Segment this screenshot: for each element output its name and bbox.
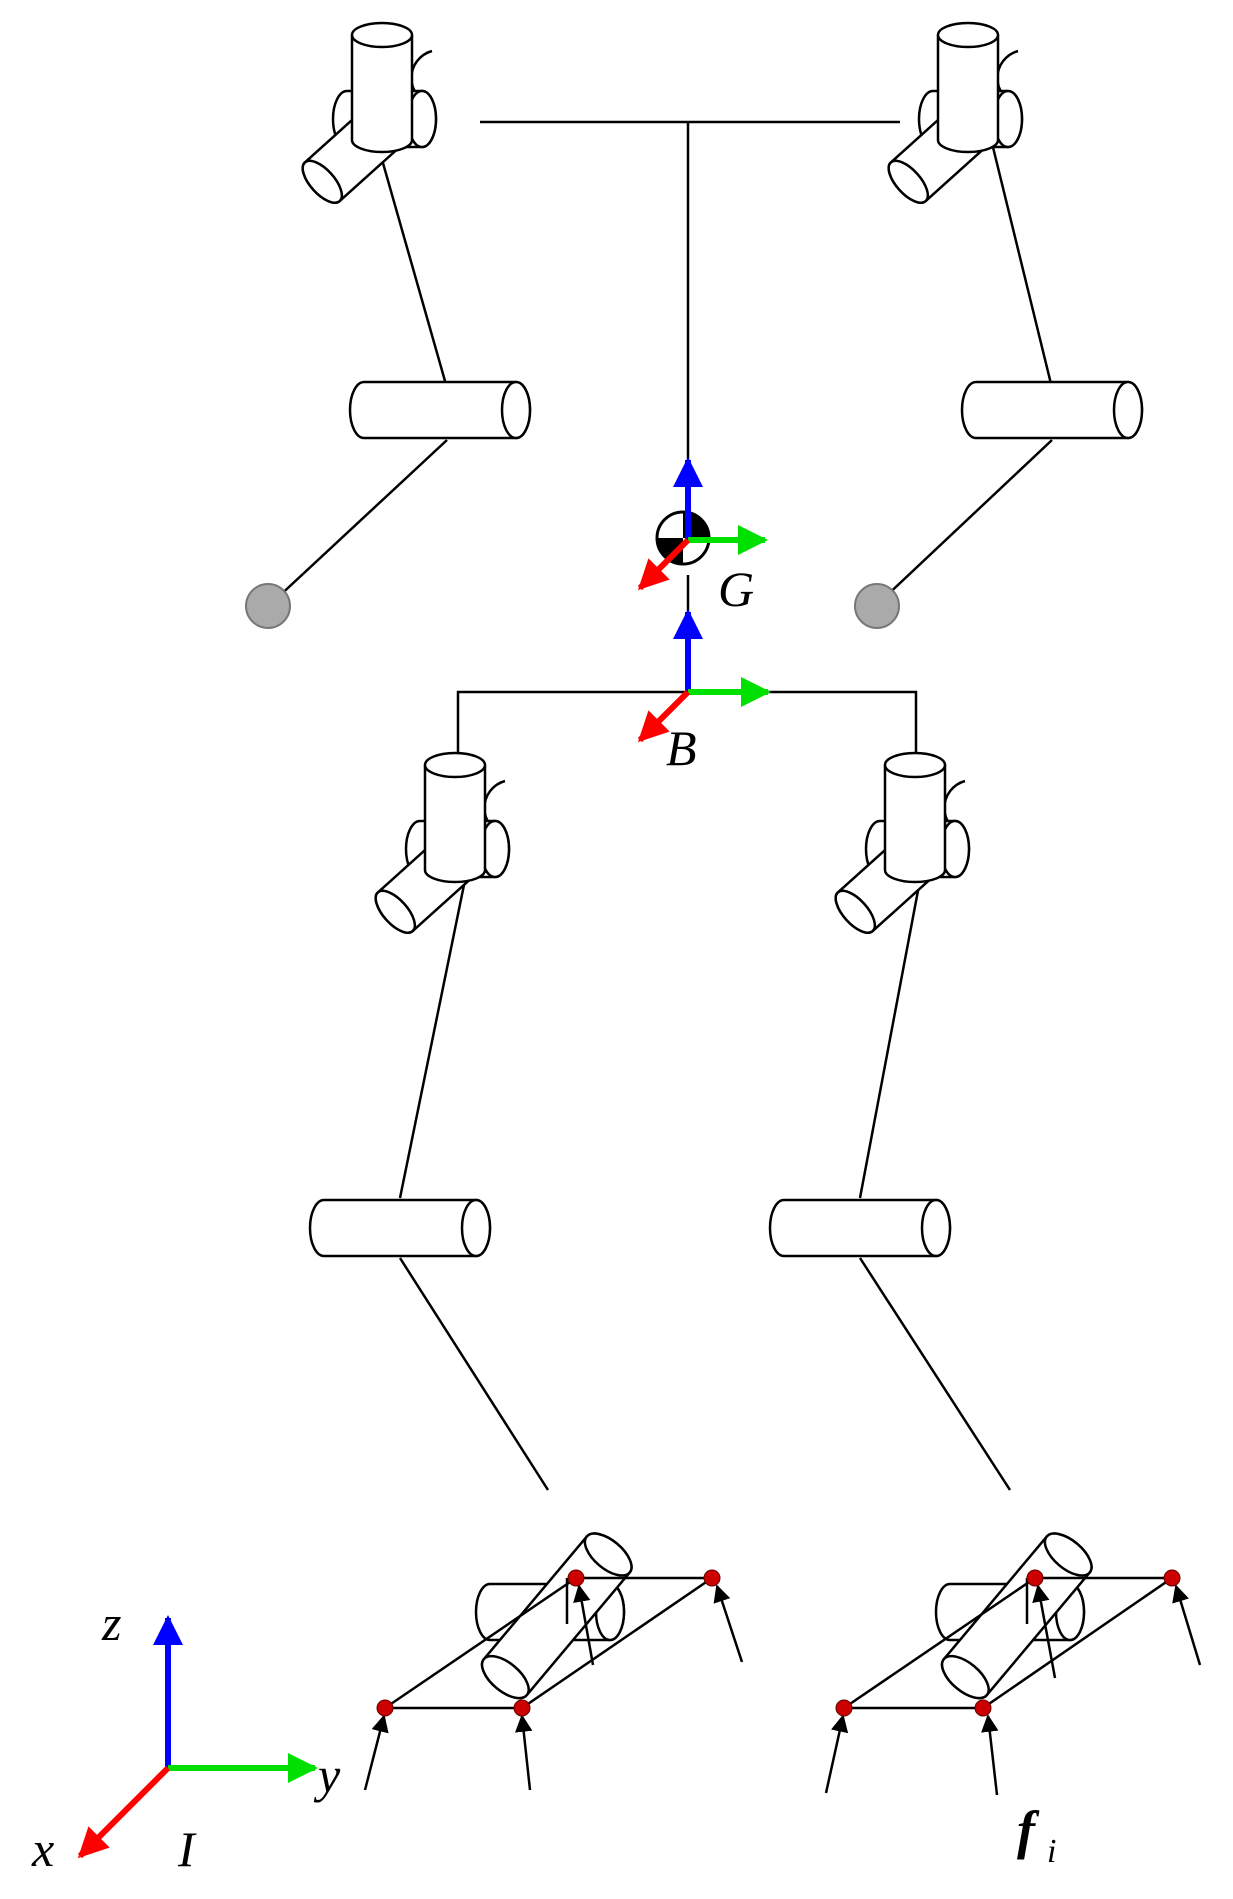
right-arm bbox=[854, 21, 1144, 629]
contact-point bbox=[974, 1699, 992, 1717]
force-arrow bbox=[363, 1714, 389, 1791]
left-hand bbox=[245, 583, 291, 629]
right-ankle-joint bbox=[933, 1524, 1100, 1708]
z-axis-label: z bbox=[101, 1595, 121, 1651]
left-shoulder-joint bbox=[294, 21, 438, 211]
inertial-label: I bbox=[177, 1821, 197, 1877]
force-arrow bbox=[713, 1584, 744, 1663]
left-hip-joint bbox=[367, 751, 511, 941]
contact-point bbox=[1163, 1569, 1181, 1587]
contact-point bbox=[835, 1699, 853, 1717]
inertial-frame-i: z y x I bbox=[31, 1595, 341, 1877]
left-arm bbox=[245, 21, 532, 629]
right-hip-joint bbox=[827, 751, 971, 941]
base-frame-b: B bbox=[637, 609, 771, 776]
left-foot bbox=[363, 1569, 744, 1791]
contact-point bbox=[513, 1699, 531, 1717]
base-label: B bbox=[666, 720, 697, 776]
force-arrow bbox=[1172, 1584, 1202, 1666]
force-arrow bbox=[824, 1714, 849, 1794]
right-hand bbox=[854, 583, 900, 629]
com-x-axis bbox=[637, 537, 691, 591]
force-arrow bbox=[1032, 1584, 1057, 1679]
force-arrow bbox=[514, 1714, 533, 1791]
left-elbow-joint bbox=[348, 380, 532, 440]
force-subscript: i bbox=[1047, 1833, 1056, 1870]
y-axis-label: y bbox=[313, 1747, 341, 1803]
contact-point bbox=[1026, 1569, 1044, 1587]
contact-point bbox=[376, 1699, 394, 1717]
right-foot bbox=[824, 1569, 1202, 1796]
contact-force-label: f i bbox=[1017, 1800, 1056, 1870]
contact-point bbox=[703, 1569, 721, 1587]
force-arrow bbox=[981, 1714, 999, 1796]
force-arrow bbox=[573, 1584, 595, 1666]
left-knee-joint bbox=[308, 1198, 492, 1258]
right-elbow-joint bbox=[960, 380, 1144, 440]
force-symbol: f bbox=[1017, 1800, 1040, 1860]
com-frame-g: G bbox=[637, 457, 768, 617]
inertial-x-axis bbox=[77, 1765, 171, 1859]
left-leg bbox=[308, 751, 640, 1708]
base-x-axis bbox=[637, 689, 691, 743]
contact-point bbox=[567, 1569, 585, 1587]
right-leg bbox=[768, 751, 1100, 1708]
x-axis-label: x bbox=[31, 1821, 54, 1877]
left-ankle-joint bbox=[473, 1524, 640, 1708]
right-knee-joint bbox=[768, 1198, 952, 1258]
com-label: G bbox=[718, 561, 754, 617]
